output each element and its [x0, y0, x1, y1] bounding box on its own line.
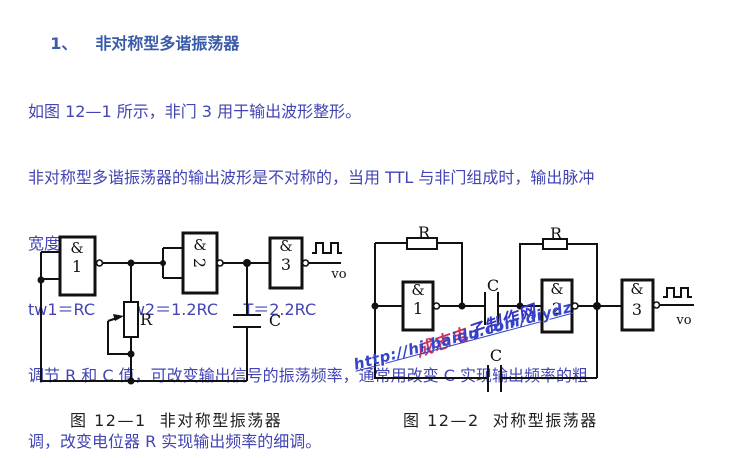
- fig1-stage1-wire: [103, 247, 183, 279]
- fig2-capacitor2: [487, 365, 502, 392]
- fig2-gate3-number: 3: [632, 300, 642, 319]
- paragraph-line: 如图 12—1 所示，非门 3 用于输出波形整形。: [28, 102, 362, 121]
- fig1-wiper-arrow-icon: [113, 314, 124, 321]
- fig2-square-wave-icon: [663, 287, 692, 298]
- body-paragraph: 如图 12—1 所示，非门 3 用于输出波形整形。 非对称型多谐振荡器的输出波形…: [28, 57, 594, 458]
- fig2-circuit: R & 1 C R & 2 C: [371, 223, 694, 392]
- fig2-gate1-box: [401, 280, 435, 332]
- figure1-caption: 图 12—1 非对称型振荡器: [70, 411, 283, 430]
- fig2-gate1-bubble-icon: [432, 302, 441, 310]
- junction-dot: [160, 260, 166, 266]
- fig1-gate1-and-symbol: &: [70, 239, 83, 257]
- paragraph-line-formula: tw1＝RC tw2＝1.2RC T＝2.2RC: [28, 300, 317, 319]
- junction-dot: [593, 302, 601, 310]
- section-heading: 1、非对称型多谐振荡器: [28, 11, 239, 73]
- fig1-capacitor-branch-wire: [233, 263, 261, 381]
- fig2-r2-loop-wire: [519, 243, 598, 306]
- junction-dot: [243, 259, 251, 267]
- fig1-capacitor-label: C: [269, 311, 281, 330]
- junction-dot: [37, 276, 45, 284]
- fig2-capacitor2-label: C: [490, 346, 502, 365]
- fig1-gate1-bubble-icon: [95, 259, 104, 267]
- fig1-resistor-label: R: [140, 310, 153, 329]
- paragraph-line: 非对称型多谐振荡器的输出波形是不对称的，当用 TTL 与非门组成时，输出脉冲: [28, 168, 595, 187]
- fig2-gate2-and-symbol: &: [550, 280, 563, 298]
- fig2-gate1-number: 1: [413, 299, 423, 318]
- fig1-gate2-box: [181, 231, 219, 295]
- junction-dot: [371, 302, 379, 310]
- fig2-stage2-wire: [578, 305, 622, 378]
- junction-dot: [516, 302, 524, 310]
- fig2-gate2-number: 2: [552, 299, 562, 318]
- fig2-resistor1: [406, 237, 438, 250]
- fig1-circuit: & 1 & 2 & 3 vo R: [37, 231, 347, 385]
- fig1-square-wave-icon: [312, 242, 342, 254]
- fig2-gate3-and-symbol: &: [630, 280, 643, 298]
- figure2-caption: 图 12—2 对称型振荡器: [403, 411, 598, 430]
- fig2-r1-loop-wire: [375, 242, 463, 306]
- fig1-gate2-number: 2: [190, 258, 209, 268]
- fig1-gate2-and-symbol: &: [193, 236, 206, 254]
- fig1-gate3-bubble-icon: [301, 259, 310, 267]
- fig2-capacitor1: [484, 292, 499, 325]
- fig1-gate2-bubble-icon: [216, 259, 224, 267]
- section-title: 非对称型多谐振荡器: [95, 34, 240, 53]
- fig2-resistor1-label: R: [418, 223, 431, 242]
- section-number: 1、: [50, 34, 78, 53]
- fig2-output-label: vo: [675, 313, 691, 328]
- fig1-potentiometer: [123, 301, 139, 338]
- junction-dot: [127, 377, 135, 385]
- fig2-resistor2-label: R: [550, 224, 563, 243]
- fig2-gate3-bubble-icon: [652, 301, 661, 309]
- junction-dot: [127, 350, 135, 358]
- fig2-gate1-and-symbol: &: [411, 281, 424, 299]
- fig2-gate3-box: [620, 278, 655, 332]
- paragraph-line: 调，改变电位器 R 实现输出频率的细调。: [28, 432, 322, 451]
- junction-dot: [127, 259, 135, 267]
- junction-dot: [458, 302, 466, 310]
- fig2-feedback-rail: [374, 243, 597, 379]
- fig1-output-label: vo: [330, 267, 346, 282]
- fig2-resistor2: [542, 238, 568, 250]
- fig1-gate1-number: 1: [72, 257, 82, 276]
- fig1-gate3-number: 3: [281, 255, 291, 274]
- fig1-gate3-and-symbol: &: [279, 237, 292, 255]
- fig2-gate2-bubble-icon: [571, 302, 579, 310]
- paragraph-line: 宽度: [28, 234, 61, 253]
- fig1-gate1-box: [58, 235, 97, 297]
- fig2-capacitor1-label: C: [487, 276, 499, 295]
